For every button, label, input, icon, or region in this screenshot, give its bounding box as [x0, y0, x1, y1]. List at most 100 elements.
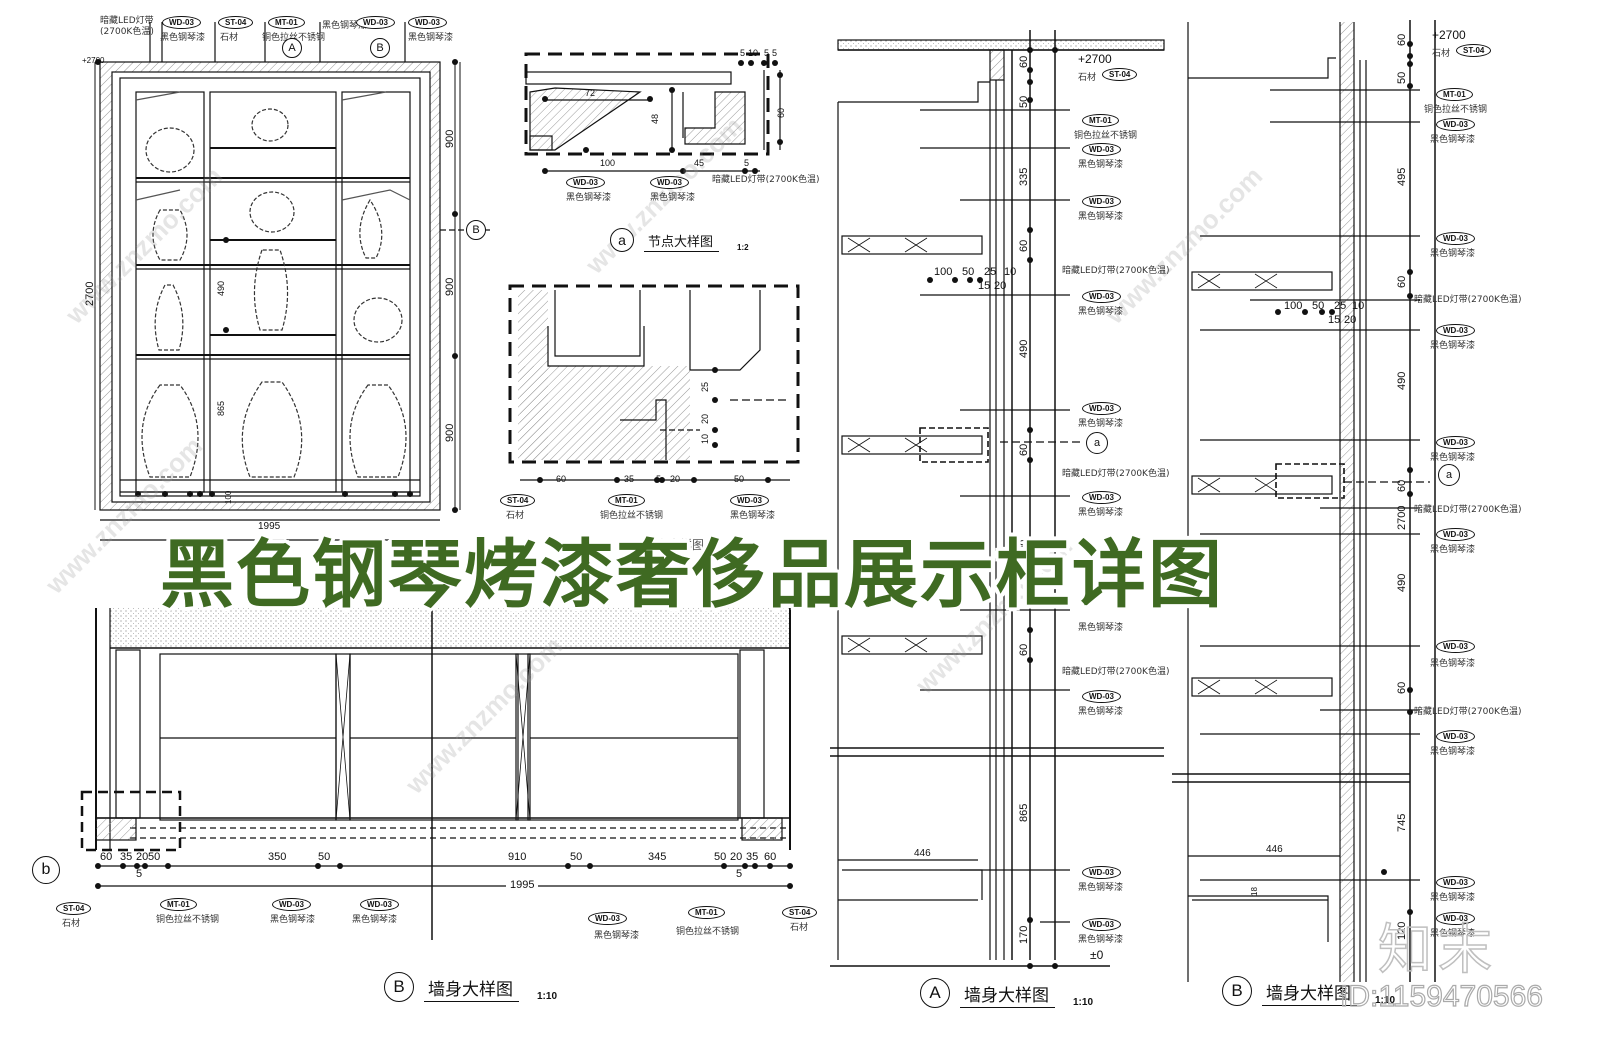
dim: 865 — [1018, 803, 1030, 822]
dim: 10 — [1352, 300, 1365, 312]
dim: 490 — [1396, 573, 1408, 592]
dim: 60 — [1396, 479, 1408, 492]
plan-b-drawing — [80, 600, 791, 940]
material-note: 黑色钢琴漆 — [1430, 453, 1476, 463]
dim: 745 — [1396, 813, 1408, 832]
led-note: 暗藏LED灯带(2700K色温) — [1414, 295, 1522, 305]
dim: 10 — [1004, 266, 1017, 278]
caption-title: 墙身大样图 — [960, 981, 1055, 1008]
material-note: 黑色钢琴漆 — [322, 21, 368, 31]
inner-dim: 100 — [224, 490, 233, 504]
dim: 25 — [1334, 300, 1347, 312]
detail-a-drawing — [524, 52, 781, 172]
dim: 60 — [1018, 239, 1030, 252]
material-note: 黑色钢琴漆 — [1430, 341, 1476, 351]
led-note: 暗藏LED灯带(2700K色温) — [100, 16, 154, 37]
dim-total: 2700 — [1396, 505, 1408, 530]
dim: 60 — [1396, 275, 1408, 288]
material-note: 黑色钢琴漆 — [1430, 249, 1476, 259]
dim: 50 — [148, 851, 161, 863]
dim: 100 — [600, 158, 616, 168]
dim: 10 — [748, 48, 759, 58]
dim: 45 — [694, 158, 705, 168]
material-tag-st04: ST-04 — [500, 494, 536, 507]
dim: 15 — [978, 280, 991, 292]
material-note: 石材 — [790, 923, 809, 933]
caption-title: 墙身大样图 — [424, 975, 519, 1002]
dim: 60 — [1018, 443, 1030, 456]
detail-b-caption-partial: 节点大样图 — [644, 538, 705, 552]
material-note: 铜色拉丝不锈钢 — [1074, 131, 1138, 141]
dim: 170 — [1018, 925, 1030, 944]
material-tag-wd03: WD-03 — [1436, 528, 1475, 541]
material-note: 黑色钢琴漆 — [270, 915, 316, 925]
material-tag-wd03: WD-03 — [730, 494, 769, 507]
top-level: +2700 — [82, 56, 105, 65]
bottom-level: ±0 — [1090, 948, 1104, 962]
height-dim: 900 — [444, 423, 456, 442]
material-note: 黑色钢琴漆 — [1430, 893, 1476, 903]
material-note: 黑色钢琴漆 — [1430, 747, 1476, 757]
material-tag-wd03: WD-03 — [1436, 640, 1475, 653]
inner-dim: 490 — [216, 280, 226, 296]
detail-marker: a — [610, 228, 634, 252]
material-note: 黑色钢琴漆 — [1078, 307, 1124, 317]
material-note: 黑色钢琴漆 — [1078, 212, 1124, 222]
material-note: 黑色钢琴漆 — [1078, 623, 1124, 633]
dim: 10 — [700, 433, 710, 444]
dim: 5 — [656, 474, 662, 484]
dim: 60 — [776, 107, 786, 118]
dim: 910 — [508, 851, 527, 863]
material-note: 铜色拉丝不锈钢 — [1424, 105, 1488, 115]
detail-marker-a: a — [1438, 464, 1460, 486]
material-tag-wd03: WD-03 — [1436, 436, 1475, 449]
image-id-watermark: ID:1159470566 — [1339, 979, 1543, 1013]
dim: 60 — [1396, 33, 1408, 46]
dim: 50 — [962, 266, 975, 278]
dim: 60 — [100, 851, 113, 863]
material-note: 黑色钢琴漆 — [1430, 659, 1476, 669]
dim: 490 — [1396, 371, 1408, 390]
material-tag-st04: ST-04 — [782, 906, 818, 919]
caption-scale: 1:10 — [1375, 995, 1396, 1006]
dim: 20 — [730, 851, 743, 863]
led-note: 暗藏LED灯带(2700K色温) — [712, 175, 820, 185]
detail-b-drawing — [508, 284, 800, 481]
section-marker-a: A — [282, 38, 302, 58]
dim: 350 — [268, 851, 287, 863]
dim: 50 — [1312, 300, 1325, 312]
material-tag-wd03: WD-03 — [360, 898, 399, 911]
material-tag-wd03: WD-03 — [162, 16, 201, 29]
section-b-drawing — [1172, 20, 1436, 982]
material-tag-wd03: WD-03 — [1082, 491, 1121, 504]
height-dim: 900 — [444, 129, 456, 148]
material-tag-wd03: WD-03 — [1436, 876, 1475, 889]
material-note: 黑色钢琴漆 — [1430, 929, 1476, 939]
material-note: 石材 — [506, 511, 525, 521]
material-note: 黑色钢琴漆 — [352, 915, 398, 925]
detail-a-caption: a 节点大样图 1:2 — [610, 228, 749, 252]
caption-scale: 1:10 — [537, 991, 558, 1002]
dim: 20 — [994, 280, 1007, 292]
material-tag-mt01: MT-01 — [1436, 88, 1473, 101]
material-note: 铜色拉丝不锈钢 — [600, 511, 664, 521]
material-note: 黑色钢琴漆 — [1078, 160, 1124, 170]
width-dim: 1995 — [258, 521, 281, 532]
material-note: 黑色钢琴漆 — [650, 193, 696, 203]
dim: 18 — [1250, 887, 1259, 896]
height-dim: 900 — [444, 277, 456, 296]
section-b-caption: B 墙身大样图 1:10 — [1222, 976, 1395, 1006]
material-tag-wd03: WD-03 — [356, 16, 395, 29]
top-level: +2700 — [1432, 28, 1466, 42]
dim: 5 — [736, 868, 743, 880]
total-width-dim: 1995 — [506, 879, 539, 891]
material-note: 黑色钢琴漆 — [594, 931, 640, 941]
material-tag-wd03: WD-03 — [1436, 324, 1475, 337]
material-tag-mt01: MT-01 — [608, 494, 645, 507]
dim: 5 — [136, 868, 143, 880]
dim: 60 — [1018, 55, 1030, 68]
elevation-drawing — [94, 22, 490, 541]
dim: 50 — [318, 851, 331, 863]
dim: 335 — [1018, 167, 1030, 186]
material-note: 黑色钢琴漆 — [1078, 419, 1124, 429]
